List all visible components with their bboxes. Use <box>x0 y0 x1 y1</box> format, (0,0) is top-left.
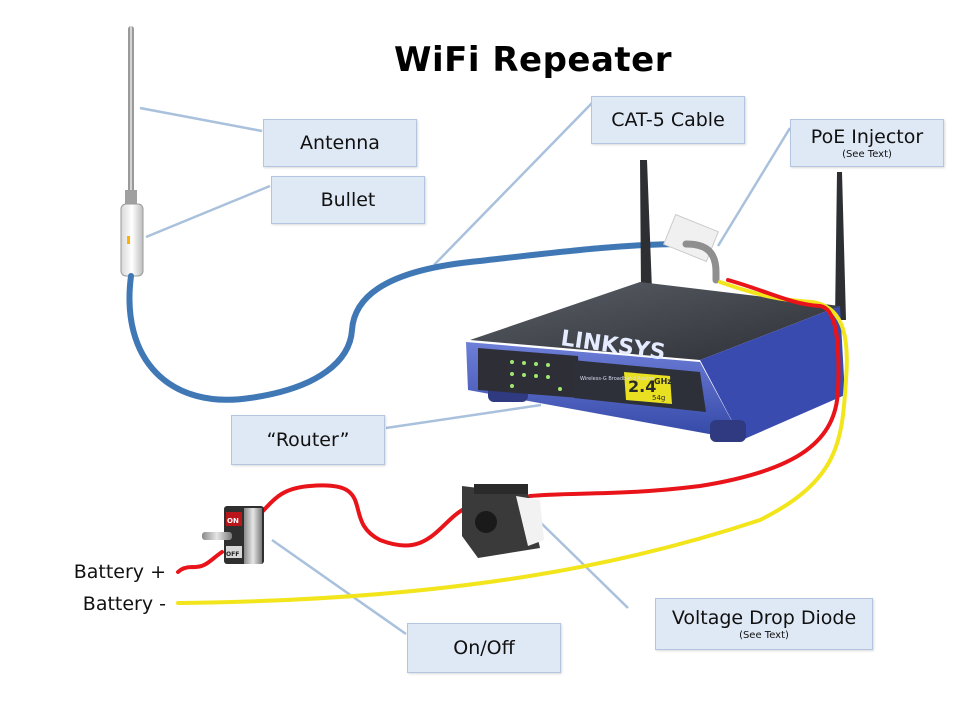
callout-on-off: On/Off <box>407 623 561 673</box>
wire-yellow-negative <box>176 280 849 605</box>
callout-diode-label: Voltage Drop Diode <box>671 606 857 629</box>
battery-negative-label: Battery - <box>82 593 166 615</box>
power-wires <box>176 278 849 605</box>
callout-router: “Router” <box>231 415 385 465</box>
leader-antenna <box>139 106 263 133</box>
switch-off-label: OFF <box>226 551 239 558</box>
router-band-unit: GHz <box>654 377 672 386</box>
cat5-cable <box>126 241 689 403</box>
callout-antenna-label: Antenna <box>300 132 380 154</box>
callout-poe-label: PoE Injector <box>810 125 924 148</box>
switch-on-label: ON <box>227 517 239 525</box>
callout-antenna: Antenna <box>263 119 417 167</box>
callout-cat5-cable: CAT-5 Cable <box>591 96 745 144</box>
router-leds <box>510 360 562 391</box>
wire-red-router <box>528 278 841 498</box>
router-device: LINKSYS 2.4 GHz 54g Wireless-G Broadband… <box>466 282 845 442</box>
on-off-switch: ON OFF <box>202 506 264 564</box>
router-side <box>700 306 845 440</box>
diagram-title: WiFi Repeater <box>393 40 673 80</box>
switch-toggle-lever <box>202 532 232 540</box>
router-band: 2.4 <box>628 377 656 396</box>
callout-onoff-label: On/Off <box>453 637 515 659</box>
callout-poe-note: (See Text) <box>842 148 892 160</box>
callout-bullet: Bullet <box>271 176 425 224</box>
leader-router <box>385 403 542 430</box>
leader-bullet <box>145 184 271 239</box>
wire-red-switch <box>260 483 468 548</box>
router-model-desc: Wireless-G Broadband Router <box>580 376 655 382</box>
callout-bullet-label: Bullet <box>320 189 376 211</box>
callout-diode-note: (See Text) <box>739 629 789 641</box>
wire-red-battery <box>176 550 224 574</box>
callout-cat5-label: CAT-5 Cable <box>611 109 725 131</box>
callout-router-label: “Router” <box>266 429 350 451</box>
leader-poe <box>716 127 792 247</box>
leader-onoff <box>271 538 407 636</box>
callout-poe-injector: PoE Injector (See Text) <box>790 119 944 167</box>
bullet-radio <box>120 203 144 277</box>
router-standard: 54g <box>652 394 665 402</box>
router-top <box>470 282 840 360</box>
poe-injector <box>663 213 720 284</box>
battery-positive-label: Battery + <box>73 561 166 583</box>
router-antenna-right <box>835 172 846 320</box>
callout-voltage-drop-diode: Voltage Drop Diode (See Text) <box>655 598 873 650</box>
voltage-drop-diode <box>462 484 544 558</box>
leader-cat5 <box>433 102 593 266</box>
router-antenna-left <box>640 160 652 290</box>
